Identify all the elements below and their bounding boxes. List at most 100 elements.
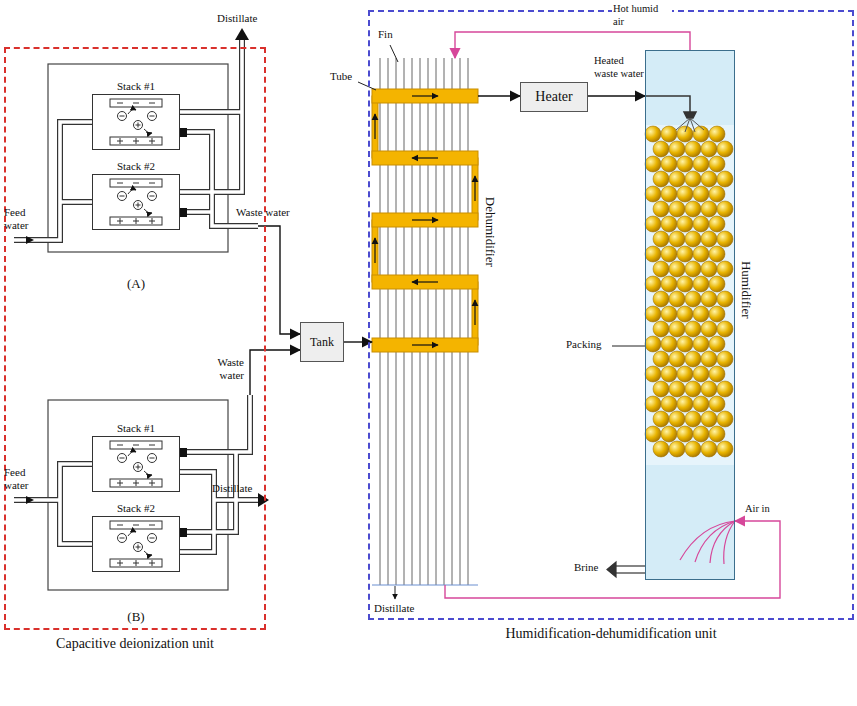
- flow-connector: [250, 350, 300, 395]
- packing-balls: [693, 186, 709, 202]
- packing-balls: [653, 321, 669, 337]
- tube-flow-arrows: [412, 281, 438, 282]
- packing-balls: [677, 336, 693, 352]
- dehumidifier-fins: [376, 58, 474, 585]
- packing-balls: [653, 291, 669, 307]
- electrode-pair: [120, 480, 121, 486]
- packing-balls: [677, 306, 693, 322]
- tube-flow-arrows: [374, 238, 375, 263]
- electrode-pair: [118, 192, 127, 201]
- packing-balls: [693, 216, 709, 232]
- spray-nozzle: [676, 118, 704, 132]
- heater-box: Heater: [520, 82, 588, 112]
- electrode-pair: [128, 110, 136, 115]
- packing-balls: [669, 411, 685, 427]
- stream-label: Waste water: [200, 356, 244, 382]
- dehumidifier-tube: [372, 275, 478, 289]
- brine-pipe: [607, 562, 645, 577]
- packing-balls: [709, 126, 725, 142]
- electrode-pair: [149, 445, 155, 446]
- packing-balls: [677, 126, 693, 142]
- tube-flow-arrows: [474, 300, 475, 325]
- packing-balls: [693, 306, 709, 322]
- electrode-pair: [136, 218, 137, 224]
- tube-flow-arrows: [412, 344, 438, 345]
- electrode-pair: [134, 543, 143, 552]
- electrode-pair: [110, 99, 162, 107]
- packing-balls: [653, 441, 669, 457]
- spray-nozzle: [684, 112, 696, 118]
- part-label: Tube: [330, 70, 352, 83]
- electrode-pair: [110, 99, 162, 145]
- electrode-pair: [120, 196, 125, 197]
- packing-balls: [717, 291, 733, 307]
- packing-balls: [661, 126, 677, 142]
- packing-balls: [685, 441, 701, 457]
- humidifier-column: [645, 50, 735, 580]
- unit-region: Stack #1Stack #2(A)Stack #1Stack #2(B)Ca…: [4, 47, 266, 630]
- electrode-pair: [148, 534, 157, 543]
- brine-pipe: [607, 562, 616, 577]
- packing-balls: [701, 321, 717, 337]
- packing-balls: [677, 246, 693, 262]
- stack-cell: [92, 516, 180, 572]
- packing-balls: [693, 156, 709, 172]
- packing-balls: [669, 261, 685, 277]
- packing-balls: [685, 231, 701, 247]
- packing-balls: [685, 351, 701, 367]
- node-label: (B): [127, 609, 144, 625]
- packing-balls: [717, 381, 733, 397]
- packing-balls: [717, 321, 733, 337]
- electrode-pair: [110, 179, 162, 187]
- cdi-pipes: [14, 36, 258, 552]
- packing-balls: [685, 381, 701, 397]
- packing-balls: [645, 276, 661, 292]
- cdi-pipes: [26, 496, 34, 504]
- packing-balls: [645, 336, 661, 352]
- flow-connector: [588, 95, 645, 96]
- packing-balls: [645, 186, 661, 202]
- cdi-pipes: [258, 493, 269, 507]
- packing-balls: [661, 366, 677, 382]
- flow-connector: [445, 521, 780, 598]
- electrode-pair: [120, 538, 125, 539]
- stream-label: Hot humid air: [612, 2, 672, 28]
- tube-flow-arrows: [412, 95, 438, 96]
- packing-balls: [709, 246, 725, 262]
- electrode-pair: [120, 560, 121, 566]
- cdi-pipes: [26, 236, 34, 244]
- cdi-pipes: [14, 36, 258, 552]
- cdi-pipes: [180, 528, 187, 537]
- electrode-pair: [150, 538, 155, 539]
- electrode-pair: [128, 190, 136, 195]
- air-spray: [724, 521, 735, 564]
- stack-cell: [92, 174, 180, 230]
- dehumidifier-fins: [372, 58, 478, 585]
- dehumidifier-tube: [372, 89, 478, 352]
- packing-balls: [685, 411, 701, 427]
- dehumidifier-tube: [372, 89, 478, 103]
- packing-balls: [669, 201, 685, 217]
- packing-balls: [653, 201, 669, 217]
- electrode-pair: [118, 112, 127, 121]
- electrode-pair: [149, 183, 155, 184]
- stream-label: Air in: [744, 502, 771, 515]
- packing-balls: [661, 276, 677, 292]
- dehumidifier-tube: [372, 220, 378, 282]
- packing-balls: [717, 141, 733, 157]
- dehumidifier-tube: [472, 158, 478, 220]
- packing-balls: [693, 246, 709, 262]
- electrode-pair: [148, 112, 157, 121]
- dehumidifier-tube: [372, 213, 478, 227]
- part-label: Packing: [566, 338, 601, 351]
- packing-balls: [693, 126, 709, 142]
- packing-balls: [677, 426, 693, 442]
- packing-balls: [645, 126, 661, 142]
- air-spray: [710, 521, 735, 563]
- packing-balls: [685, 261, 701, 277]
- stream-label: Distillate: [212, 482, 252, 495]
- packing-balls: [653, 261, 669, 277]
- stream-label: Distillate: [217, 12, 257, 25]
- part-label: Fin: [378, 28, 393, 41]
